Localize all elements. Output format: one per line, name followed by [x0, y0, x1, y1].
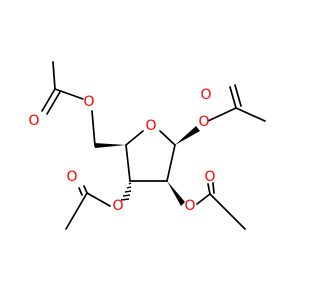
atom-o-c5: O [83, 94, 94, 110]
bond-acc-carbonyl-3a [83, 185, 88, 194]
atom-o-carbonyl-c5: O [28, 113, 39, 129]
wedge-c1-o1 [175, 126, 200, 145]
bond-acc-carbonyl-2a [207, 183, 211, 195]
bond-acc-methyl-2 [209, 193, 246, 230]
bond-c4-oring [125, 130, 144, 146]
atom-o-carbonyl-c2: O [204, 169, 215, 185]
bond-o5-acc [54, 88, 84, 100]
atom-o-carbonyl-c3: O [66, 169, 77, 185]
bond-acc-methyl-1 [235, 107, 266, 122]
hash-c3-o3 [120, 182, 132, 201]
atom-o-c1: O [198, 114, 209, 130]
bond-o2-acc [196, 193, 211, 205]
bond-acc-carbonyl-1a [229, 86, 237, 109]
molecule-diagram: O O O O O O O O O [28, 61, 266, 230]
bond-acc-carbonyl-5b [46, 91, 61, 115]
wedge-c2-o2 [167, 181, 185, 206]
bond-acc-methyl-3 [65, 192, 88, 230]
bond-o1-acc [207, 107, 237, 122]
bond-acc-carbonyl-1b [234, 84, 242, 107]
bond-oring-c1 [159, 130, 176, 146]
wedge-c4-c5 [94, 143, 126, 148]
bond-c5-o5 [91, 110, 96, 147]
bond-acc-carbonyl-2b [212, 182, 215, 194]
bond-c3-c4 [125, 144, 131, 182]
bond-c1-c2 [166, 144, 176, 182]
atom-o-c2: O [184, 198, 195, 214]
bond-acc-carbonyl-3b [78, 187, 83, 196]
atom-o-ring: O [145, 118, 156, 134]
atom-o-carbonyl-c1: O [200, 87, 211, 103]
bond-o3-acc [86, 192, 111, 207]
molecule-svg: O O O O O O O O O [28, 61, 266, 230]
atom-o-c3: O [112, 198, 123, 214]
bond-acc-carbonyl-5a [41, 88, 56, 112]
bond-acc-methyl-5 [52, 61, 56, 90]
